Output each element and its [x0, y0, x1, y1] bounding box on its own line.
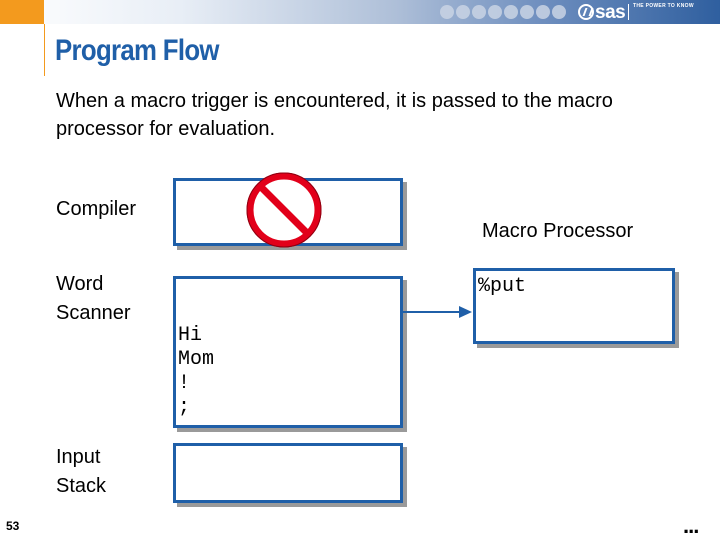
macro-processor-label: Macro Processor	[482, 220, 634, 242]
sas-tagline: THE POWER TO KNOW	[633, 3, 694, 9]
token-3: !	[178, 372, 191, 395]
no-entry-icon	[246, 172, 322, 248]
continued-ellipsis: ...	[683, 513, 699, 538]
input-stack-box	[173, 443, 403, 503]
word-scanner-label: Word Scanner	[56, 273, 131, 324]
input-stack-label: Input Stack	[56, 446, 107, 497]
subtitle: When a macro trigger is encountered, it …	[56, 90, 613, 140]
compiler-label: Compiler	[56, 198, 137, 220]
macro-processor-content: %put	[478, 275, 527, 298]
sas-logo: sas	[578, 2, 626, 24]
macro-processor-box	[473, 268, 675, 344]
word-scanner-box	[173, 276, 403, 428]
sas-logo-text: sas	[595, 2, 626, 23]
header-orange-block	[0, 0, 44, 24]
token-1: Hi	[178, 324, 203, 347]
token-2: Mom	[178, 348, 215, 371]
title-rule	[44, 24, 45, 76]
page-title: Program Flow	[55, 34, 219, 67]
token-4: ;	[178, 396, 191, 419]
slide-number: 53	[6, 519, 20, 533]
sas-s-icon	[578, 4, 594, 20]
header-band	[0, 0, 720, 24]
right-arrow-icon	[403, 306, 472, 318]
logo-divider	[628, 4, 629, 20]
